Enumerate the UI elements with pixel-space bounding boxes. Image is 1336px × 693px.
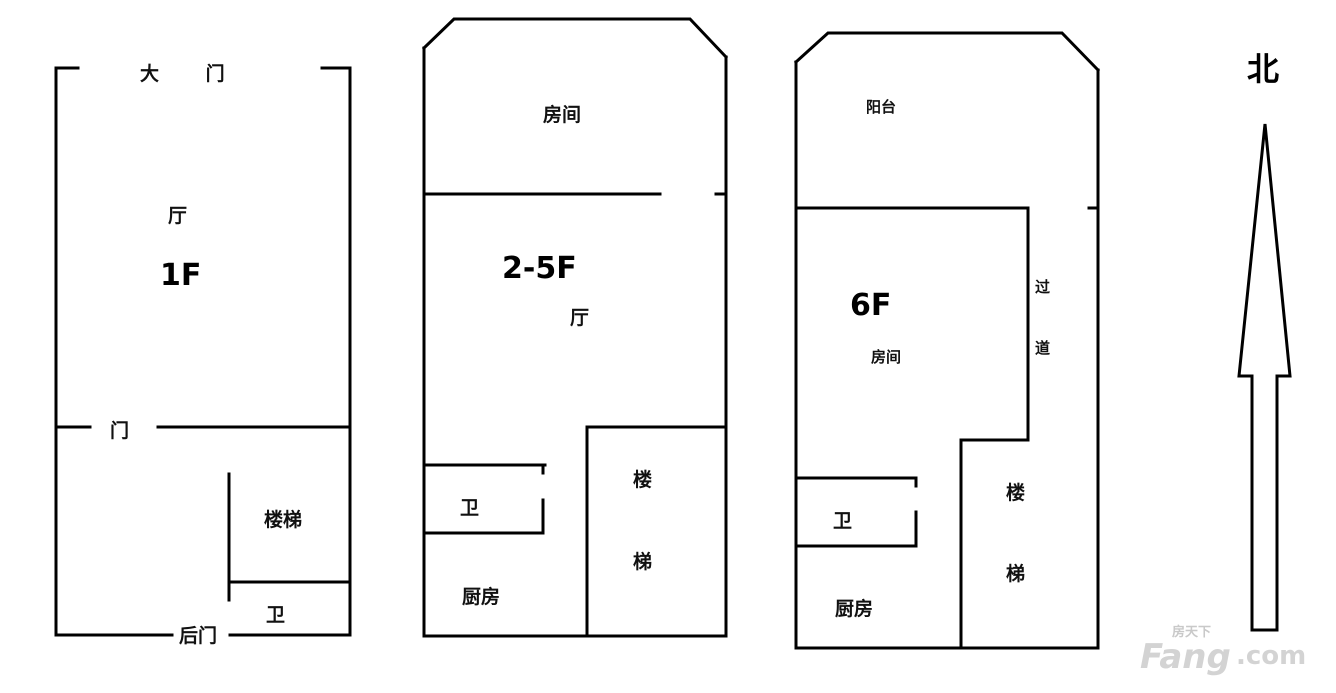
stairs-label-6f-top: 楼 <box>1006 481 1025 504</box>
site-watermark: 房天下 Fang .com <box>1140 624 1306 677</box>
watermark-brand: Fang <box>1140 637 1231 677</box>
floor-label-1f: 1F <box>160 258 201 293</box>
plan-1f-walls <box>54 66 352 637</box>
hall-label-1f: 厅 <box>168 205 187 227</box>
main-gate-label: 大 门 <box>140 62 225 85</box>
hall-label-2-5f: 厅 <box>570 307 589 329</box>
watermark-suffix: .com <box>1236 641 1306 671</box>
door-label-1f: 门 <box>110 419 129 442</box>
kitchen-label-2-5f: 厨房 <box>462 585 500 608</box>
room-label-2-5f: 房间 <box>543 103 581 126</box>
stairs-label-1f: 楼梯 <box>264 508 302 531</box>
floor-plan-6f: 阳台 6F 房间 过 道 楼 梯 卫 厨房 <box>793 31 1101 650</box>
kitchen-label-6f: 厨房 <box>835 597 873 620</box>
north-compass: 北 <box>1237 50 1292 632</box>
corridor-label-6f-top: 过 <box>1035 278 1050 296</box>
plan-2-5f-walls <box>421 17 729 638</box>
stairs-label-2-5f-bottom: 梯 <box>633 550 652 573</box>
back-door-label: 后门 <box>179 624 217 647</box>
watermark-top-text: 房天下 <box>1172 624 1211 640</box>
bathroom-label-1f: 卫 <box>266 604 285 626</box>
plan-6f-walls <box>793 31 1101 650</box>
north-arrow-icon <box>1237 123 1292 632</box>
floor-plan-2-5f: 房间 2-5F 厅 楼 梯 卫 厨房 <box>421 17 729 638</box>
north-label: 北 <box>1247 50 1279 88</box>
room-label-6f: 房间 <box>871 348 901 366</box>
stairs-label-2-5f-top: 楼 <box>633 468 652 491</box>
bathroom-label-2-5f: 卫 <box>460 497 479 519</box>
floor-plan-1f: 大 门 厅 1F 门 楼梯 卫 后门 <box>54 62 352 647</box>
bathroom-label-6f: 卫 <box>833 510 852 532</box>
floor-label-6f: 6F <box>850 288 891 323</box>
stairs-label-6f-bottom: 梯 <box>1006 562 1025 585</box>
balcony-label-6f: 阳台 <box>866 98 896 116</box>
corridor-label-6f-bottom: 道 <box>1035 339 1050 357</box>
floor-label-2-5f: 2-5F <box>502 251 577 286</box>
